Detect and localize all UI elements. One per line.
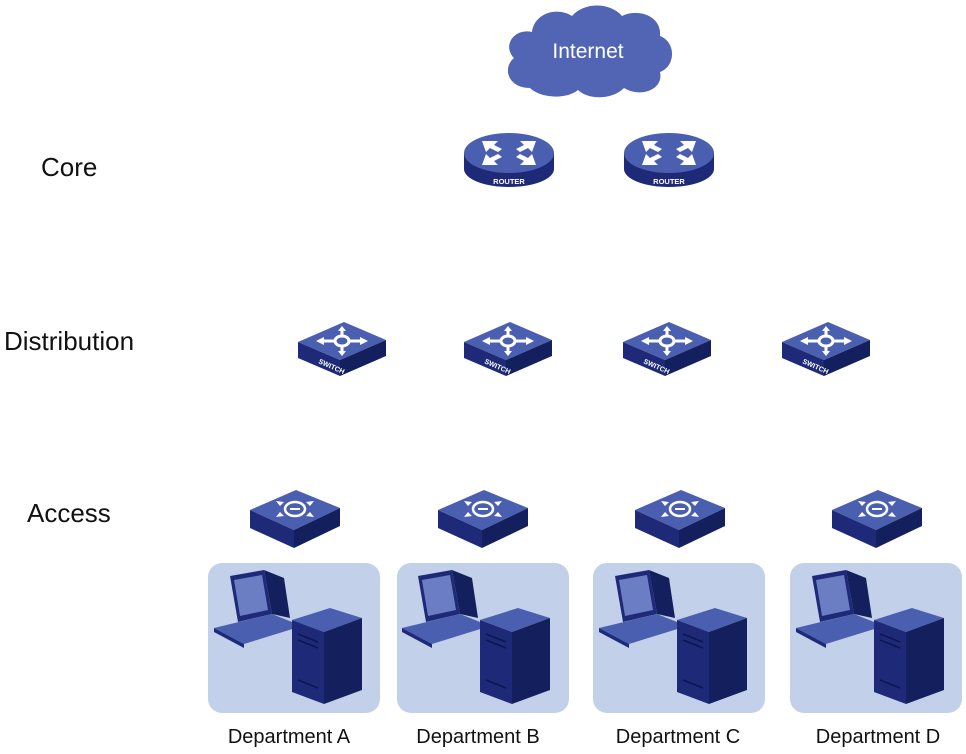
access-switch-icon [250,490,340,548]
switch-icon: SWITCH [464,322,552,376]
monitor-icon [214,570,302,648]
department-b-label: Department B [416,726,540,748]
pc-tower-icon [874,608,944,704]
switch-icon: SWITCH [623,322,711,376]
department-a-computers [214,570,362,704]
router-label: ROUTER [493,177,525,186]
department-c-label: Department C [615,726,741,748]
pc-tower-icon [480,608,550,704]
router-label: ROUTER [653,177,685,186]
access-switch-icon [832,490,922,548]
router-icon: ROUTER [624,133,714,187]
layer-label-core: Core [41,152,98,182]
access-switch-icon [438,490,528,548]
monitor-icon [599,570,687,648]
cloud-label: Internet [552,40,623,63]
monitor-icon [796,570,884,648]
department-a-label: Department A [227,726,351,748]
monitor-icon [402,570,490,648]
switch-icon: SWITCH [298,322,386,376]
layer-label-distribution: Distribution [4,326,135,356]
department-d-label: Department D [815,726,941,748]
access-switch-icon [635,490,725,548]
pc-tower-icon [292,608,362,704]
department-b-computers [402,570,550,704]
router-icon: ROUTER [464,133,554,187]
pc-tower-icon [677,608,747,704]
layer-label-access: Access [27,498,111,528]
switch-icon: SWITCH [782,322,870,376]
cloud-icon: Internet [507,5,672,98]
department-d-computers [796,570,944,704]
department-c-computers [599,570,747,704]
